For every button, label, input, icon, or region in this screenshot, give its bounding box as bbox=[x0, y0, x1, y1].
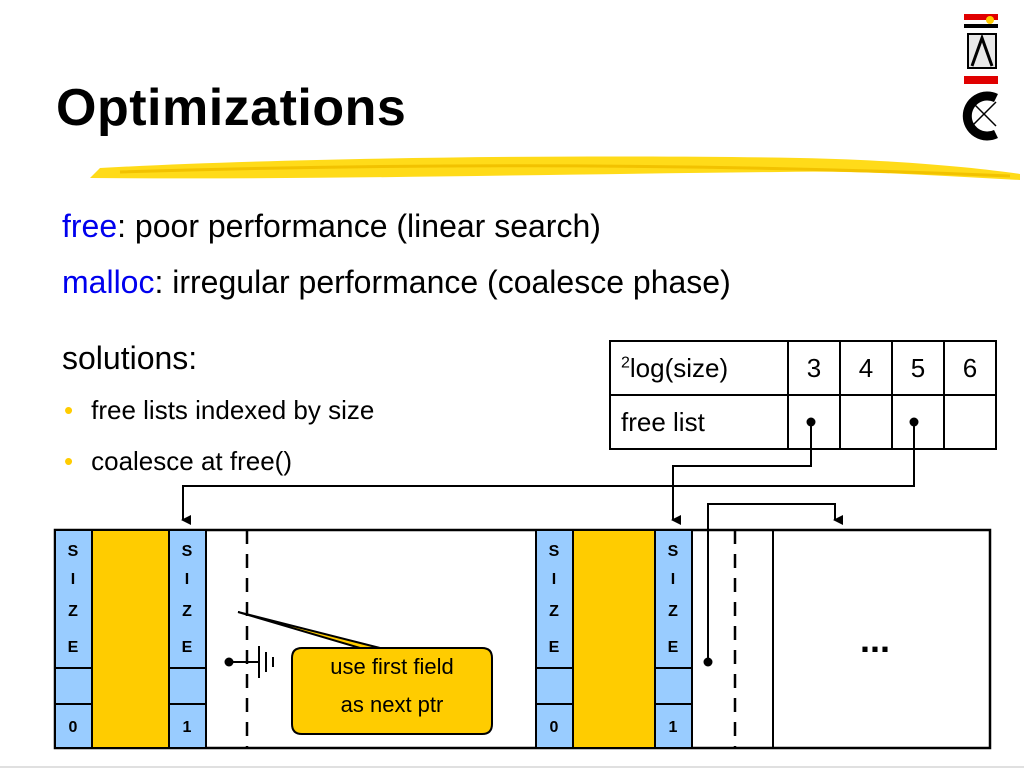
page-title: Optimizations bbox=[56, 79, 407, 137]
size-letter: I bbox=[671, 571, 675, 588]
malloc-description: : irregular performance (coalesce phase) bbox=[154, 264, 731, 300]
table-cell bbox=[943, 394, 997, 450]
logo-icon bbox=[962, 14, 998, 141]
header-label: log(size) bbox=[629, 352, 729, 383]
free-list-table: 2log(size) 3 4 5 6 free list bbox=[609, 340, 997, 450]
title-underline bbox=[90, 156, 1020, 180]
table-column-header: 6 bbox=[943, 340, 997, 396]
table-column-header: 4 bbox=[839, 340, 893, 396]
table-column-header: 5 bbox=[891, 340, 945, 396]
bullet-item: • free lists indexed by size bbox=[64, 395, 374, 426]
callout-bubble bbox=[237, 611, 493, 735]
size-letter: E bbox=[668, 639, 679, 656]
size-blank-cell bbox=[654, 667, 693, 705]
table-cell bbox=[839, 394, 893, 450]
size-letter: Z bbox=[668, 603, 678, 620]
size-blank-cell bbox=[535, 667, 574, 705]
footer-divider bbox=[0, 766, 1024, 768]
size-header-cell bbox=[654, 529, 693, 669]
table-row: free list bbox=[609, 394, 997, 450]
used-flag: 1 bbox=[669, 719, 678, 736]
free-description: : poor performance (linear search) bbox=[117, 208, 601, 244]
callout-text: use first field as next ptr bbox=[292, 648, 492, 724]
size-letter: Z bbox=[182, 603, 192, 620]
size-letter: S bbox=[668, 543, 679, 560]
header-superscript: 2 bbox=[621, 353, 630, 371]
size-letter: I bbox=[71, 571, 75, 588]
size-letter: S bbox=[182, 543, 193, 560]
pointer-arrow bbox=[181, 422, 915, 525]
size-letter: Z bbox=[68, 603, 78, 620]
allocated-region bbox=[91, 529, 170, 749]
size-letter: E bbox=[68, 639, 79, 656]
solutions-heading: solutions: bbox=[62, 340, 198, 376]
pointer-arrow bbox=[671, 422, 812, 525]
flag-cell bbox=[654, 703, 693, 749]
callout-line: as next ptr bbox=[340, 692, 444, 717]
table-row-label: free list bbox=[609, 394, 789, 450]
size-labels: S I Z E S I Z E S I Z E S I Z E bbox=[68, 543, 679, 656]
free-line: free: poor performance (linear search) bbox=[62, 208, 601, 245]
size-letter: I bbox=[185, 571, 189, 588]
table-header-row: 2log(size) 3 4 5 6 bbox=[609, 340, 997, 396]
used-flag: 1 bbox=[183, 719, 192, 736]
size-letter: Z bbox=[549, 603, 559, 620]
free-flag: 0 bbox=[69, 719, 78, 736]
size-letter: I bbox=[552, 571, 556, 588]
bullet-text: coalesce at free() bbox=[91, 446, 292, 476]
memory-block-frame bbox=[53, 528, 992, 750]
null-ground-icon bbox=[258, 646, 274, 678]
free-keyword: free bbox=[62, 208, 118, 244]
callout-line: use first field bbox=[330, 654, 454, 679]
size-letter: S bbox=[68, 543, 79, 560]
flag-cell bbox=[54, 703, 93, 749]
bullet-icon: • bbox=[64, 395, 74, 425]
bullet-text: free lists indexed by size bbox=[91, 395, 375, 425]
size-letter: E bbox=[549, 639, 560, 656]
free-flag: 0 bbox=[550, 719, 559, 736]
malloc-keyword: malloc bbox=[62, 264, 155, 300]
size-blank-cell bbox=[168, 667, 207, 705]
next-pointer-arrow bbox=[707, 503, 843, 662]
size-header-cell bbox=[168, 529, 207, 669]
size-letter: S bbox=[549, 543, 560, 560]
size-letter: E bbox=[182, 639, 193, 656]
size-blank-cell bbox=[54, 667, 93, 705]
malloc-line: malloc: irregular performance (coalesce … bbox=[62, 264, 731, 301]
bullet-icon: • bbox=[64, 446, 74, 476]
table-column-header: 3 bbox=[787, 340, 841, 396]
ellipsis-text: ... bbox=[860, 619, 890, 660]
table-header-label: 2log(size) bbox=[609, 340, 789, 396]
bullet-item: • coalesce at free() bbox=[64, 446, 292, 477]
allocated-region bbox=[572, 529, 656, 749]
flag-cell bbox=[168, 703, 207, 749]
